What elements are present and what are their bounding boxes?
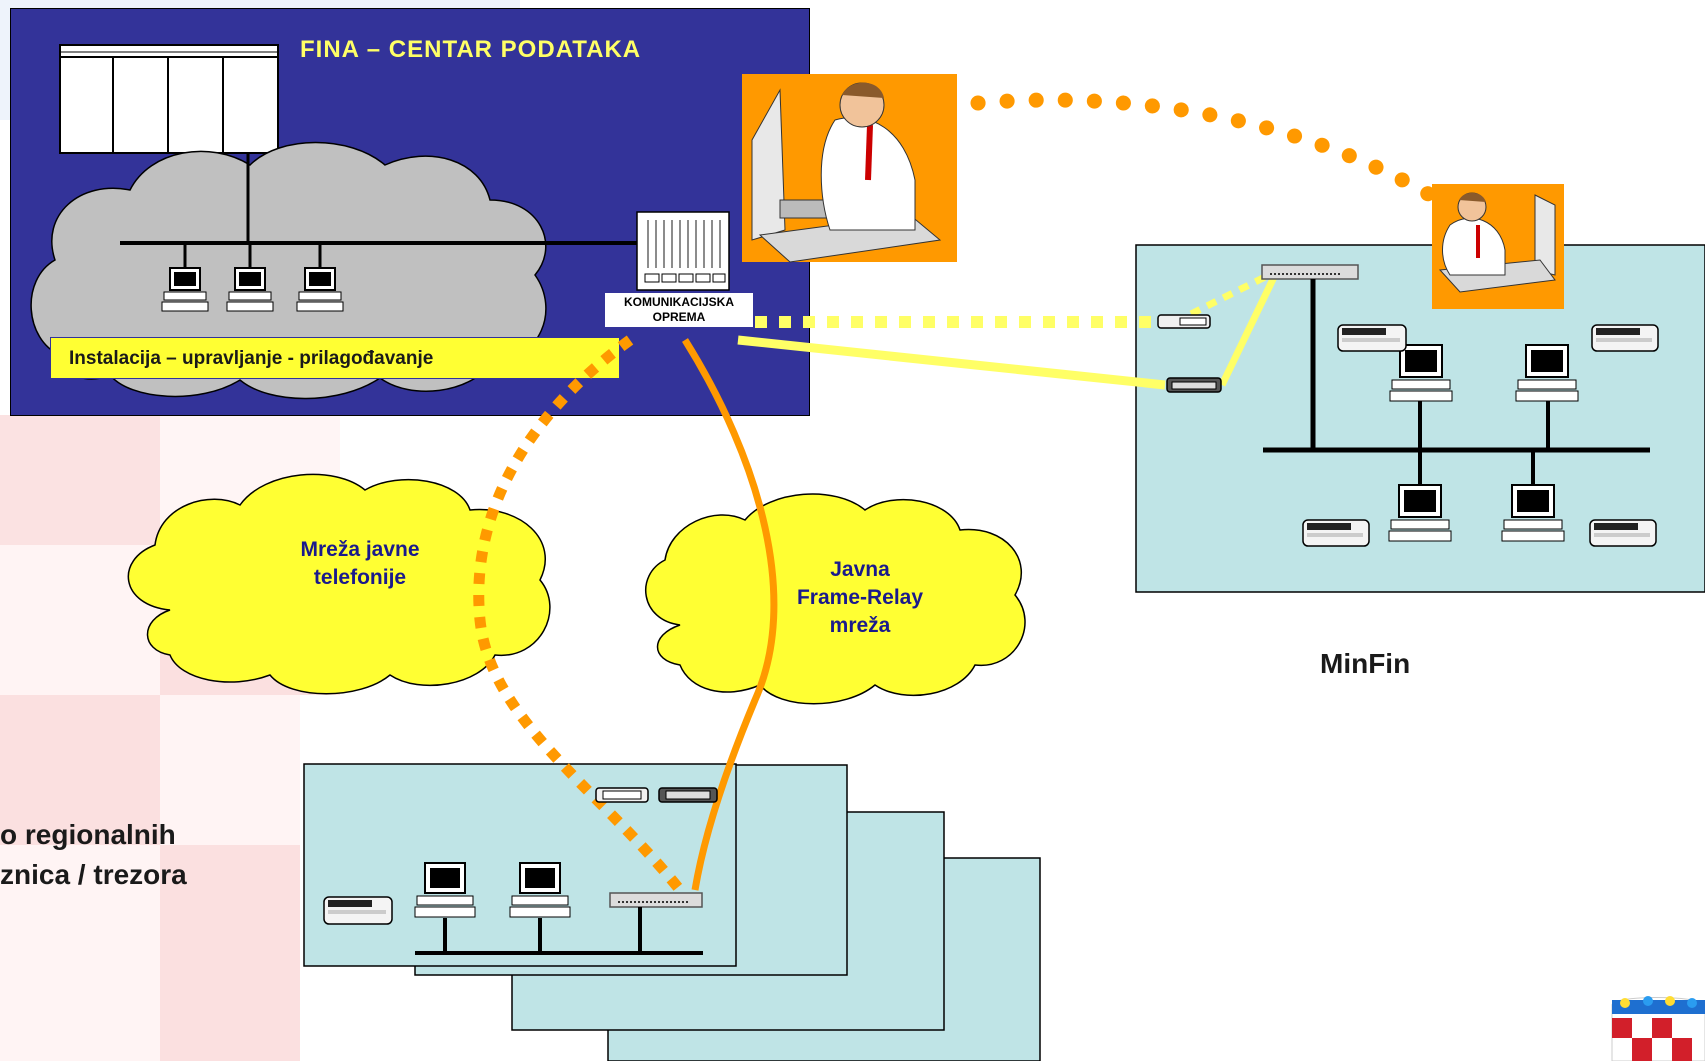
- printer-icon: [1302, 519, 1370, 547]
- printer-icon: [1589, 519, 1657, 547]
- workstation-icon: [296, 267, 344, 312]
- telephony-cloud-line2: telefonije: [313, 566, 407, 589]
- minfin-modem-icon: [1166, 377, 1222, 393]
- printer-icon: [1337, 324, 1407, 352]
- comm-equipment-label: KOMUNIKACIJSKA OPREMA: [605, 293, 753, 327]
- printer-icon: [323, 896, 393, 925]
- frame-relay-line2: Frame-Relay: [796, 586, 924, 609]
- workstation-icon: [226, 267, 274, 312]
- regional-label-line1: o regionalnih: [0, 819, 176, 850]
- telephony-cloud-line1: Mreža javne: [300, 538, 420, 561]
- frame-relay-line3: mreža: [829, 614, 891, 637]
- admin-person-icon: [742, 74, 957, 263]
- frame-relay-cloud: [645, 493, 1026, 705]
- data-center-title: FINA – CENTAR PODATAKA: [300, 36, 642, 63]
- regional-label: o regionalnih znica / trezora: [0, 815, 187, 895]
- solid-link-comm-minfin: [737, 335, 1166, 390]
- minfin-person-icon: [1432, 184, 1564, 309]
- regional-router-icon: [609, 892, 703, 908]
- workstation-icon: [1389, 344, 1453, 402]
- comm-equipment-icon: [636, 211, 730, 291]
- regional-modem-icon: [595, 787, 649, 803]
- public-telephony-cloud: [127, 473, 551, 695]
- frame-relay-cloud-label: Javna Frame-Relay mreža: [770, 556, 950, 640]
- lan-cloud: [30, 141, 547, 400]
- minfin-router-icon: [1261, 264, 1359, 280]
- workstation-icon: [161, 267, 209, 312]
- comm-label-line1: KOMUNIKACIJSKA: [623, 295, 734, 309]
- workstation-icon: [1388, 484, 1452, 542]
- comm-label-line2: OPREMA: [652, 310, 706, 324]
- solid-link-frame-relay: [682, 338, 778, 891]
- minfin-modem-icon: [1157, 314, 1211, 329]
- dotted-link-admin-minfin: [970, 92, 1438, 203]
- workstation-icon: [1515, 344, 1579, 402]
- minfin-label: MinFin: [1320, 648, 1411, 679]
- regional-label-line2: znica / trezora: [0, 859, 187, 890]
- workstation-icon: [1501, 484, 1565, 542]
- server-rack-icon: [59, 44, 279, 154]
- coat-of-arms-icon: [1611, 996, 1705, 1061]
- printer-icon: [1591, 324, 1659, 352]
- regional-modem-icon: [658, 787, 718, 803]
- workstation-icon: [509, 862, 571, 918]
- install-label: Instalacija – upravljanje - prilagođavan…: [50, 337, 620, 379]
- workstation-icon: [414, 862, 476, 918]
- telephony-cloud-label: Mreža javne telefonije: [270, 536, 450, 592]
- frame-relay-line1: Javna: [830, 558, 890, 581]
